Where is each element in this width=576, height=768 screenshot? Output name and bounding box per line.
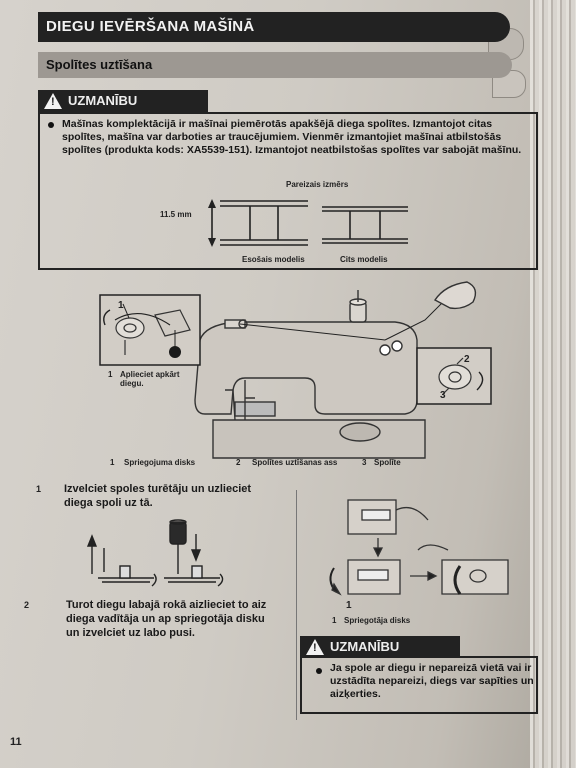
warning-icon [44, 93, 62, 109]
caution-text-2: Ja spole ar diegu ir nepareizā vietā vai… [330, 662, 534, 700]
caution-header: ! UZMANĪBU [38, 90, 208, 112]
page-number: 11 [10, 736, 22, 748]
caution-label-2: UZMANĪBU [330, 639, 400, 654]
caution-box-2 [300, 656, 538, 714]
step-2-number: 2 [24, 600, 30, 610]
caution-text: Mašīnas komplektācijā ir mašīnai piemēro… [62, 118, 522, 156]
subsection-bar: Spolītes uztīšana [38, 52, 512, 78]
step-1-number: 1 [36, 484, 42, 494]
section-title-bar: DIEGU IEVĒRŠANA MAŠĪNĀ [38, 12, 510, 42]
inset-note: Aplieciet apkārt diegu. [120, 370, 180, 388]
caution-header-2: ! UZMANĪBU [300, 636, 460, 656]
callout-2: 2 [464, 354, 470, 365]
legend-2-label: Spolītes uztīšanas ass [252, 458, 338, 467]
sewing-machine-figure [99, 281, 492, 459]
right-caption-number: 1 [332, 616, 337, 625]
right-figure-callout: 1 [346, 600, 352, 611]
caution-box [38, 112, 538, 270]
correct-size-label: Pareizais izmērs [286, 180, 349, 189]
tension-disk-figure [329, 499, 509, 596]
caution-label: UZMANĪBU [68, 93, 138, 108]
legend-1-num: 1 [110, 458, 115, 467]
subsection-title: Spolītes uztīšana [46, 57, 153, 72]
legend-3-num: 3 [362, 458, 367, 467]
legend-1-label: Spriegojuma disks [124, 458, 196, 467]
inset-note-number: 1 [108, 370, 113, 379]
other-model-caption: Cits modelis [340, 255, 388, 264]
dimension-label: 11.5 mm [160, 210, 192, 219]
section-title: DIEGU IEVĒRŠANA MAŠĪNĀ [46, 18, 255, 35]
spool-placement-figure [86, 519, 224, 587]
subtitle-tab-decoration [492, 70, 526, 98]
bullet-icon [316, 668, 322, 674]
legend-3-label: Spolīte [374, 458, 401, 467]
callout-1: 1 [118, 300, 124, 311]
step-1-text: Izvelciet spoles turētāju un uzlieciet d… [64, 483, 252, 509]
bullet-icon [48, 122, 54, 128]
bobbin-size-diagram [208, 199, 408, 247]
callout-3: 3 [440, 390, 446, 401]
right-caption: Spriegotāja disks [344, 616, 411, 625]
legend-2-num: 2 [236, 458, 241, 467]
existing-model-caption: Esošais modelis [242, 255, 305, 264]
column-divider [296, 490, 297, 720]
warning-icon [306, 639, 324, 655]
step-2-text: Turot diegu labajā rokā aizlieciet to ai… [66, 599, 267, 639]
